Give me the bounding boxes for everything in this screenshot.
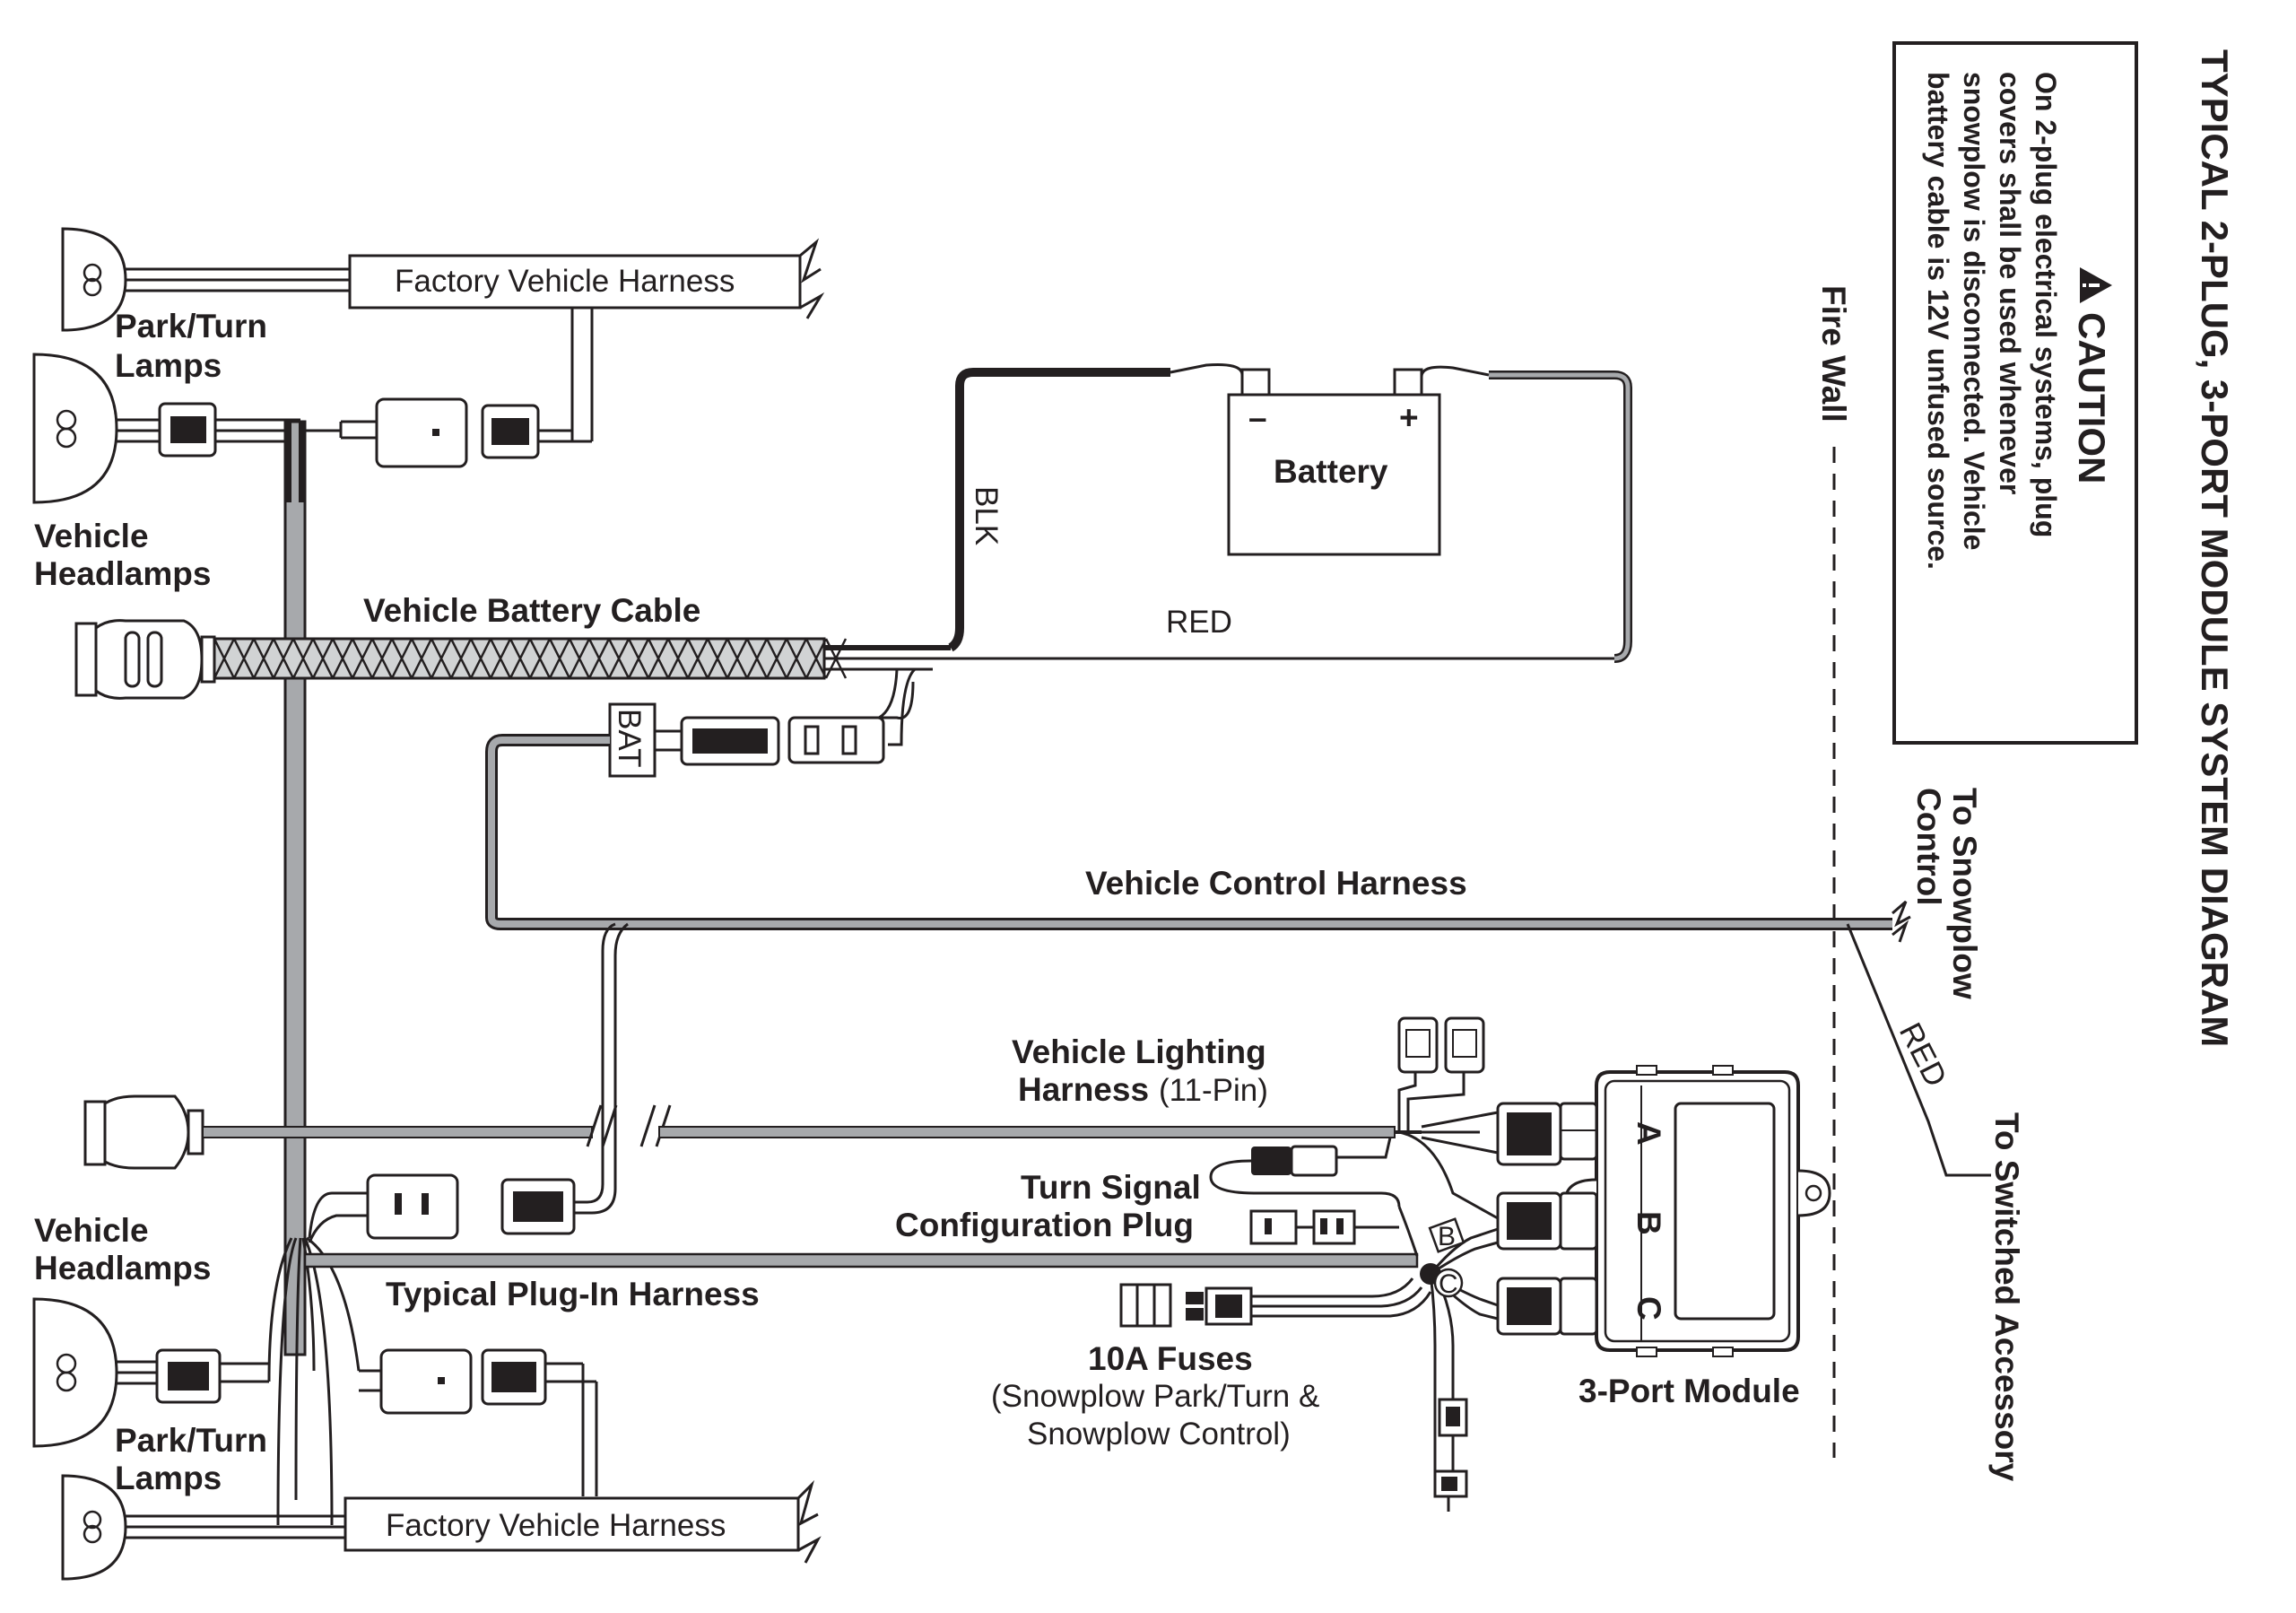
factory-connectors-bottom	[359, 1348, 598, 1496]
three-port-module: A B C	[1559, 1065, 1831, 1357]
park-turn-top-label-1: Park/Turn	[115, 308, 267, 344]
turn-signal-label-2: Configuration Plug	[895, 1207, 1194, 1243]
fuses-label-1: 10A Fuses	[1088, 1340, 1253, 1377]
blk-label: BLK	[969, 486, 1004, 545]
vehicle-lighting-harness	[83, 1094, 1422, 1170]
control-harness-label: Vehicle Control Harness	[1085, 865, 1467, 902]
module-label: 3-Port Module	[1578, 1373, 1800, 1409]
typical-plugin-harness	[303, 922, 1419, 1269]
red-switched-wire	[1846, 923, 1991, 1177]
vehicle-battery-cable	[74, 619, 1614, 700]
red-top-label: RED	[1166, 605, 1232, 640]
headlamps-top-label-1: Vehicle	[34, 518, 149, 554]
headlamps-bottom-label-2: Headlamps	[34, 1250, 211, 1286]
diagram-title: TYPICAL 2-PLUG, 3-PORT MODULE SYSTEM DIA…	[2194, 49, 2236, 1047]
fuses-label-2: (Snowplow Park/Turn &	[991, 1379, 1319, 1414]
turn-signal-label-1: Turn Signal	[1021, 1169, 1201, 1206]
caution-line-4: battery cable is 12V unfused source.	[1922, 72, 1954, 570]
factory-harness-top-label: Factory Vehicle Harness	[395, 264, 735, 299]
caution-box: CAUTION On 2-plug electrical systems, pl…	[1892, 41, 2138, 745]
warning-icon	[2080, 267, 2112, 303]
fuse-holders	[1119, 1277, 1432, 1328]
factory-harness-bottom-label: Factory Vehicle Harness	[386, 1508, 726, 1543]
lighting-breakout	[1397, 1016, 1562, 1166]
fuses-label-3: Snowplow Control)	[1027, 1417, 1291, 1452]
to-snowplow-label-1: To Snowplow	[1946, 788, 1983, 999]
lighting-label-2a: Harness	[1018, 1071, 1149, 1108]
park-turn-top-label-2: Lamps	[115, 347, 222, 384]
caution-heading: CAUTION	[2071, 312, 2113, 484]
factory-harness-top: Factory Vehicle Harness	[61, 227, 825, 468]
battery-positive-label: +	[1399, 399, 1419, 436]
headlamps-bottom-label-1: Vehicle	[34, 1212, 149, 1249]
fire-wall-label: Fire Wall	[1815, 285, 1852, 423]
battery-label: Battery	[1274, 453, 1388, 490]
port-b-label: B	[1631, 1211, 1667, 1235]
to-snowplow-label-2: Control	[1910, 788, 1947, 906]
lighting-label-1: Vehicle Lighting	[1012, 1033, 1266, 1070]
battery: Battery – +	[948, 363, 1632, 663]
to-switched-label: To Switched Accessory	[1988, 1112, 2025, 1482]
caution-line-1: On 2-plug electrical systems, plug	[2030, 72, 2062, 537]
turn-signal-config-plug	[1209, 1137, 1401, 1245]
park-turn-bottom-label-1: Park/Turn	[115, 1422, 267, 1459]
headlamps-top-label-2: Headlamps	[34, 555, 211, 592]
bat-connector: BAT	[485, 667, 1911, 943]
factory-harness-bottom: Factory Vehicle Harness	[61, 1474, 822, 1581]
battery-cable-label: Vehicle Battery Cable	[363, 592, 700, 629]
park-turn-bottom-label-2: Lamps	[115, 1460, 222, 1496]
fire-wall: Fire Wall	[1815, 285, 1852, 1458]
port-c-label: C	[1631, 1296, 1667, 1321]
main-trunk	[267, 420, 361, 1526]
bat-label: BAT	[612, 709, 647, 767]
lighting-label-2b: (11-Pin)	[1159, 1073, 1268, 1108]
headlamp-top	[32, 353, 341, 504]
module-breakout: B C	[1397, 1130, 1562, 1512]
plugin-harness-label: Typical Plug-In Harness	[386, 1276, 760, 1312]
port-a-label: A	[1631, 1121, 1667, 1146]
headlamp-bottom	[32, 1297, 269, 1448]
caution-line-3: snowplow is disconnected. Vehicle	[1958, 72, 1990, 550]
tag-c-label: C	[1439, 1269, 1458, 1299]
battery-negative-label: –	[1248, 399, 1267, 436]
caution-line-2: covers shall be used whenever	[1994, 72, 2026, 494]
tag-b-label: B	[1438, 1222, 1456, 1251]
